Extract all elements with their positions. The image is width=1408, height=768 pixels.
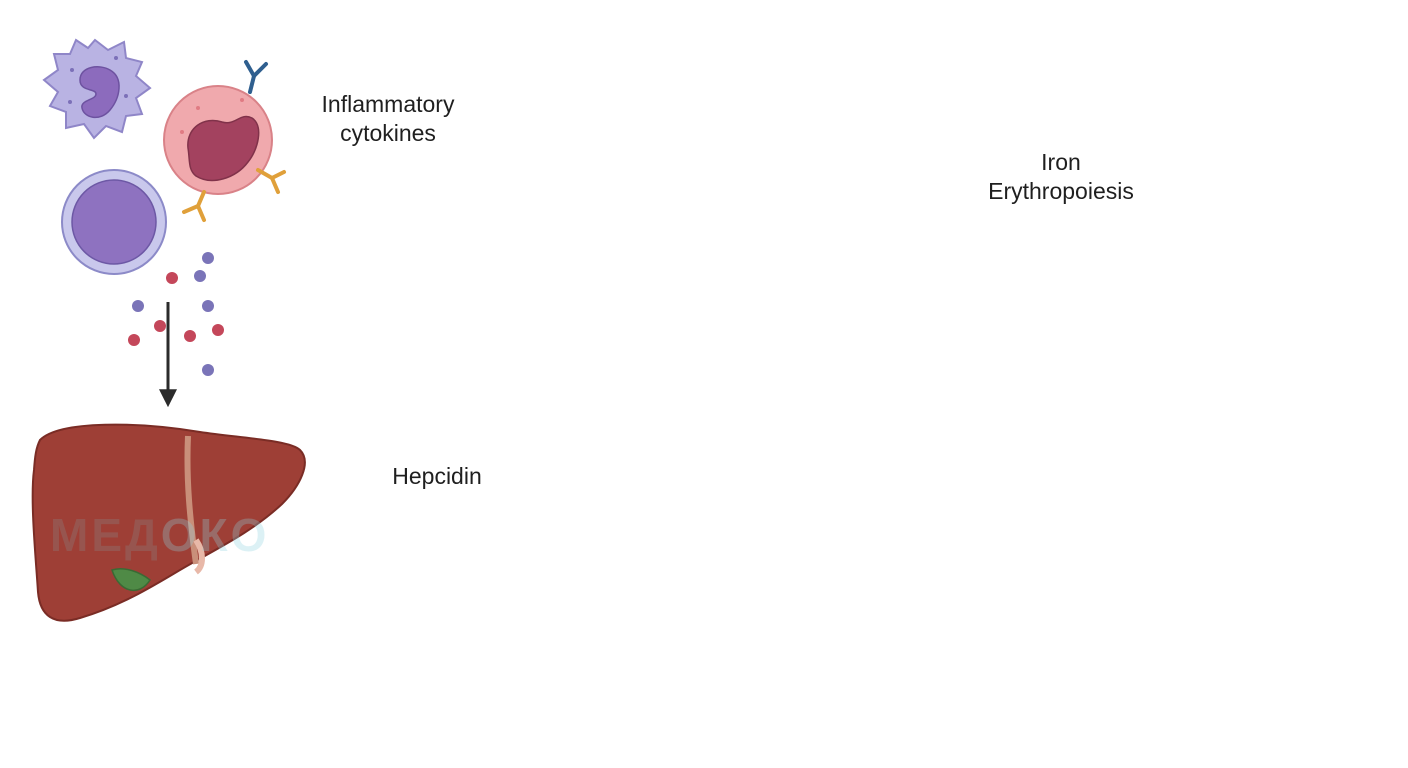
antibody-receptor-blue: [244, 60, 268, 94]
watermark: МЕДОКО: [50, 508, 269, 562]
label-iron-erythropoiesis: Iron Erythropoiesis: [956, 148, 1166, 206]
neutrophil-cell: [163, 85, 273, 195]
antibody-receptor-orange-2: [182, 190, 206, 222]
antibody-receptor-orange-1: [256, 168, 286, 194]
spiky-macrophage-cell: [42, 38, 152, 140]
label-hepcidin: Hepcidin: [392, 463, 482, 489]
label-bone-line1: Iron: [1041, 149, 1081, 175]
label-inflammatory-cytokines: Inflammatory cytokines: [296, 90, 480, 148]
watermark-part1: МЕД: [50, 509, 161, 561]
lymphocyte-cell: [61, 169, 167, 275]
label-bone-line2: Erythropoiesis: [988, 178, 1134, 204]
label-cytokines-line1: Inflammatory: [321, 91, 455, 117]
liver-organ: [31, 423, 306, 622]
label-cytokines-line2: cytokines: [340, 120, 436, 146]
cytokine-particles: [128, 252, 224, 376]
watermark-part2: ОКО: [160, 509, 270, 561]
